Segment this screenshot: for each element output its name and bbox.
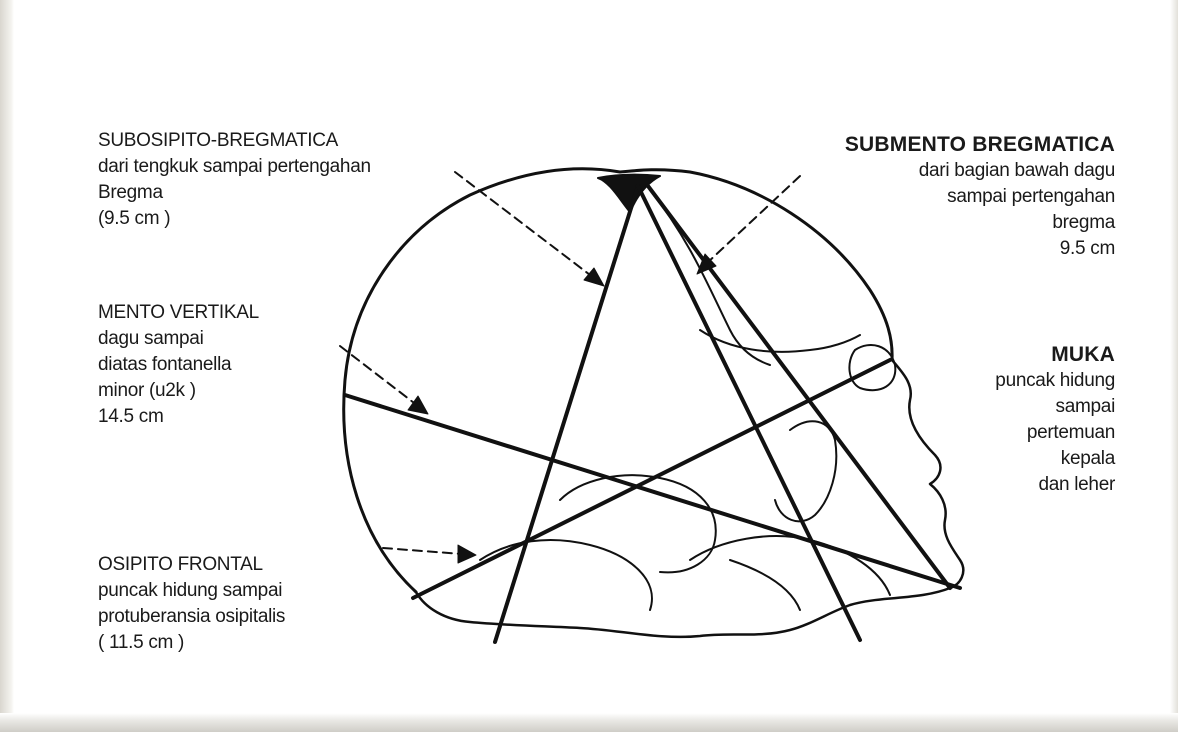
osipito-frontal-line [411, 358, 892, 600]
arrowhead-subosipito [583, 267, 605, 287]
scan-edge-right [1170, 0, 1178, 732]
label-line: minor (u2k ) [98, 380, 196, 401]
label-submento-bregmatica: SUBMENTO BREGMATICA dari bagian bawah da… [845, 132, 1115, 262]
label-line: diatas fontanella [98, 354, 232, 375]
pointer-mento [339, 345, 419, 407]
label-line: sampai pertengahan [947, 186, 1115, 207]
ear-region [559, 474, 717, 574]
face-profile [890, 358, 965, 590]
label-measure: 14.5 cm [98, 406, 164, 427]
orbit-outline [848, 344, 897, 392]
label-line: sampai [1055, 396, 1116, 417]
label-line: dari tengkuk sampai pertengahan [98, 156, 371, 177]
scan-edge-bottom [0, 713, 1178, 732]
zygoma-detail [729, 559, 801, 611]
label-subosipito-bregmatica: SUBOSIPITO-BREGMATICA dari tengkuk sampa… [98, 128, 371, 232]
submento-bregmatica-line [636, 184, 862, 642]
label-measure: 9.5 cm [1059, 238, 1116, 259]
label-measure: ( 11.5 cm ) [98, 632, 185, 653]
label-title: OSIPITO FRONTAL [98, 554, 263, 575]
label-line: dari bagian bawah dagu [918, 160, 1116, 181]
mandible-detail [689, 535, 891, 596]
cheek-outline [774, 420, 838, 523]
pointer-submento [705, 175, 801, 265]
skull-vault-outline [342, 167, 894, 594]
label-line: protuberansia osipitalis [98, 606, 286, 627]
label-line: puncak hidung [995, 370, 1115, 391]
arrowhead-osipito [457, 544, 477, 564]
pointer-subosipito [454, 171, 595, 279]
mastoid-region [479, 539, 653, 611]
label-title: MUKA [1051, 343, 1115, 366]
label-line: puncak hidung sampai [98, 580, 283, 601]
pointer-osipito [382, 547, 463, 555]
suture-line-2 [699, 329, 861, 353]
label-osipito-frontal: OSIPITO FRONTAL puncak hidung sampai pro… [98, 552, 285, 656]
label-line: kepala [1060, 448, 1116, 469]
label-title: SUBMENTO BREGMATICA [844, 133, 1115, 156]
scan-edge-left [0, 0, 14, 732]
label-line: dan leher [1038, 474, 1115, 495]
label-title: MENTO VERTIKAL [98, 302, 259, 323]
arrowhead-submento [696, 253, 717, 275]
label-line: Bregma [98, 182, 163, 203]
label-line: dagu sampai [98, 328, 204, 349]
arrowhead-mento [407, 395, 429, 415]
jaw-outline [414, 586, 952, 639]
subosipito-bregmatica-line [493, 184, 640, 644]
label-line: pertemuan [1026, 422, 1115, 443]
label-title: SUBOSIPITO-BREGMATICA [98, 130, 339, 151]
suture-line-1 [649, 189, 771, 366]
fontanelle-mark [597, 173, 661, 213]
label-measure: (9.5 cm ) [98, 208, 171, 229]
label-mento-vertikal: MENTO VERTIKAL dagu sampai diatas fontan… [98, 300, 259, 430]
mento-vertikal-line [646, 184, 952, 590]
muka-line [343, 393, 962, 590]
label-line: bregma [1052, 212, 1115, 233]
label-muka: MUKA puncak hidung sampai pertemuan kepa… [995, 342, 1115, 498]
